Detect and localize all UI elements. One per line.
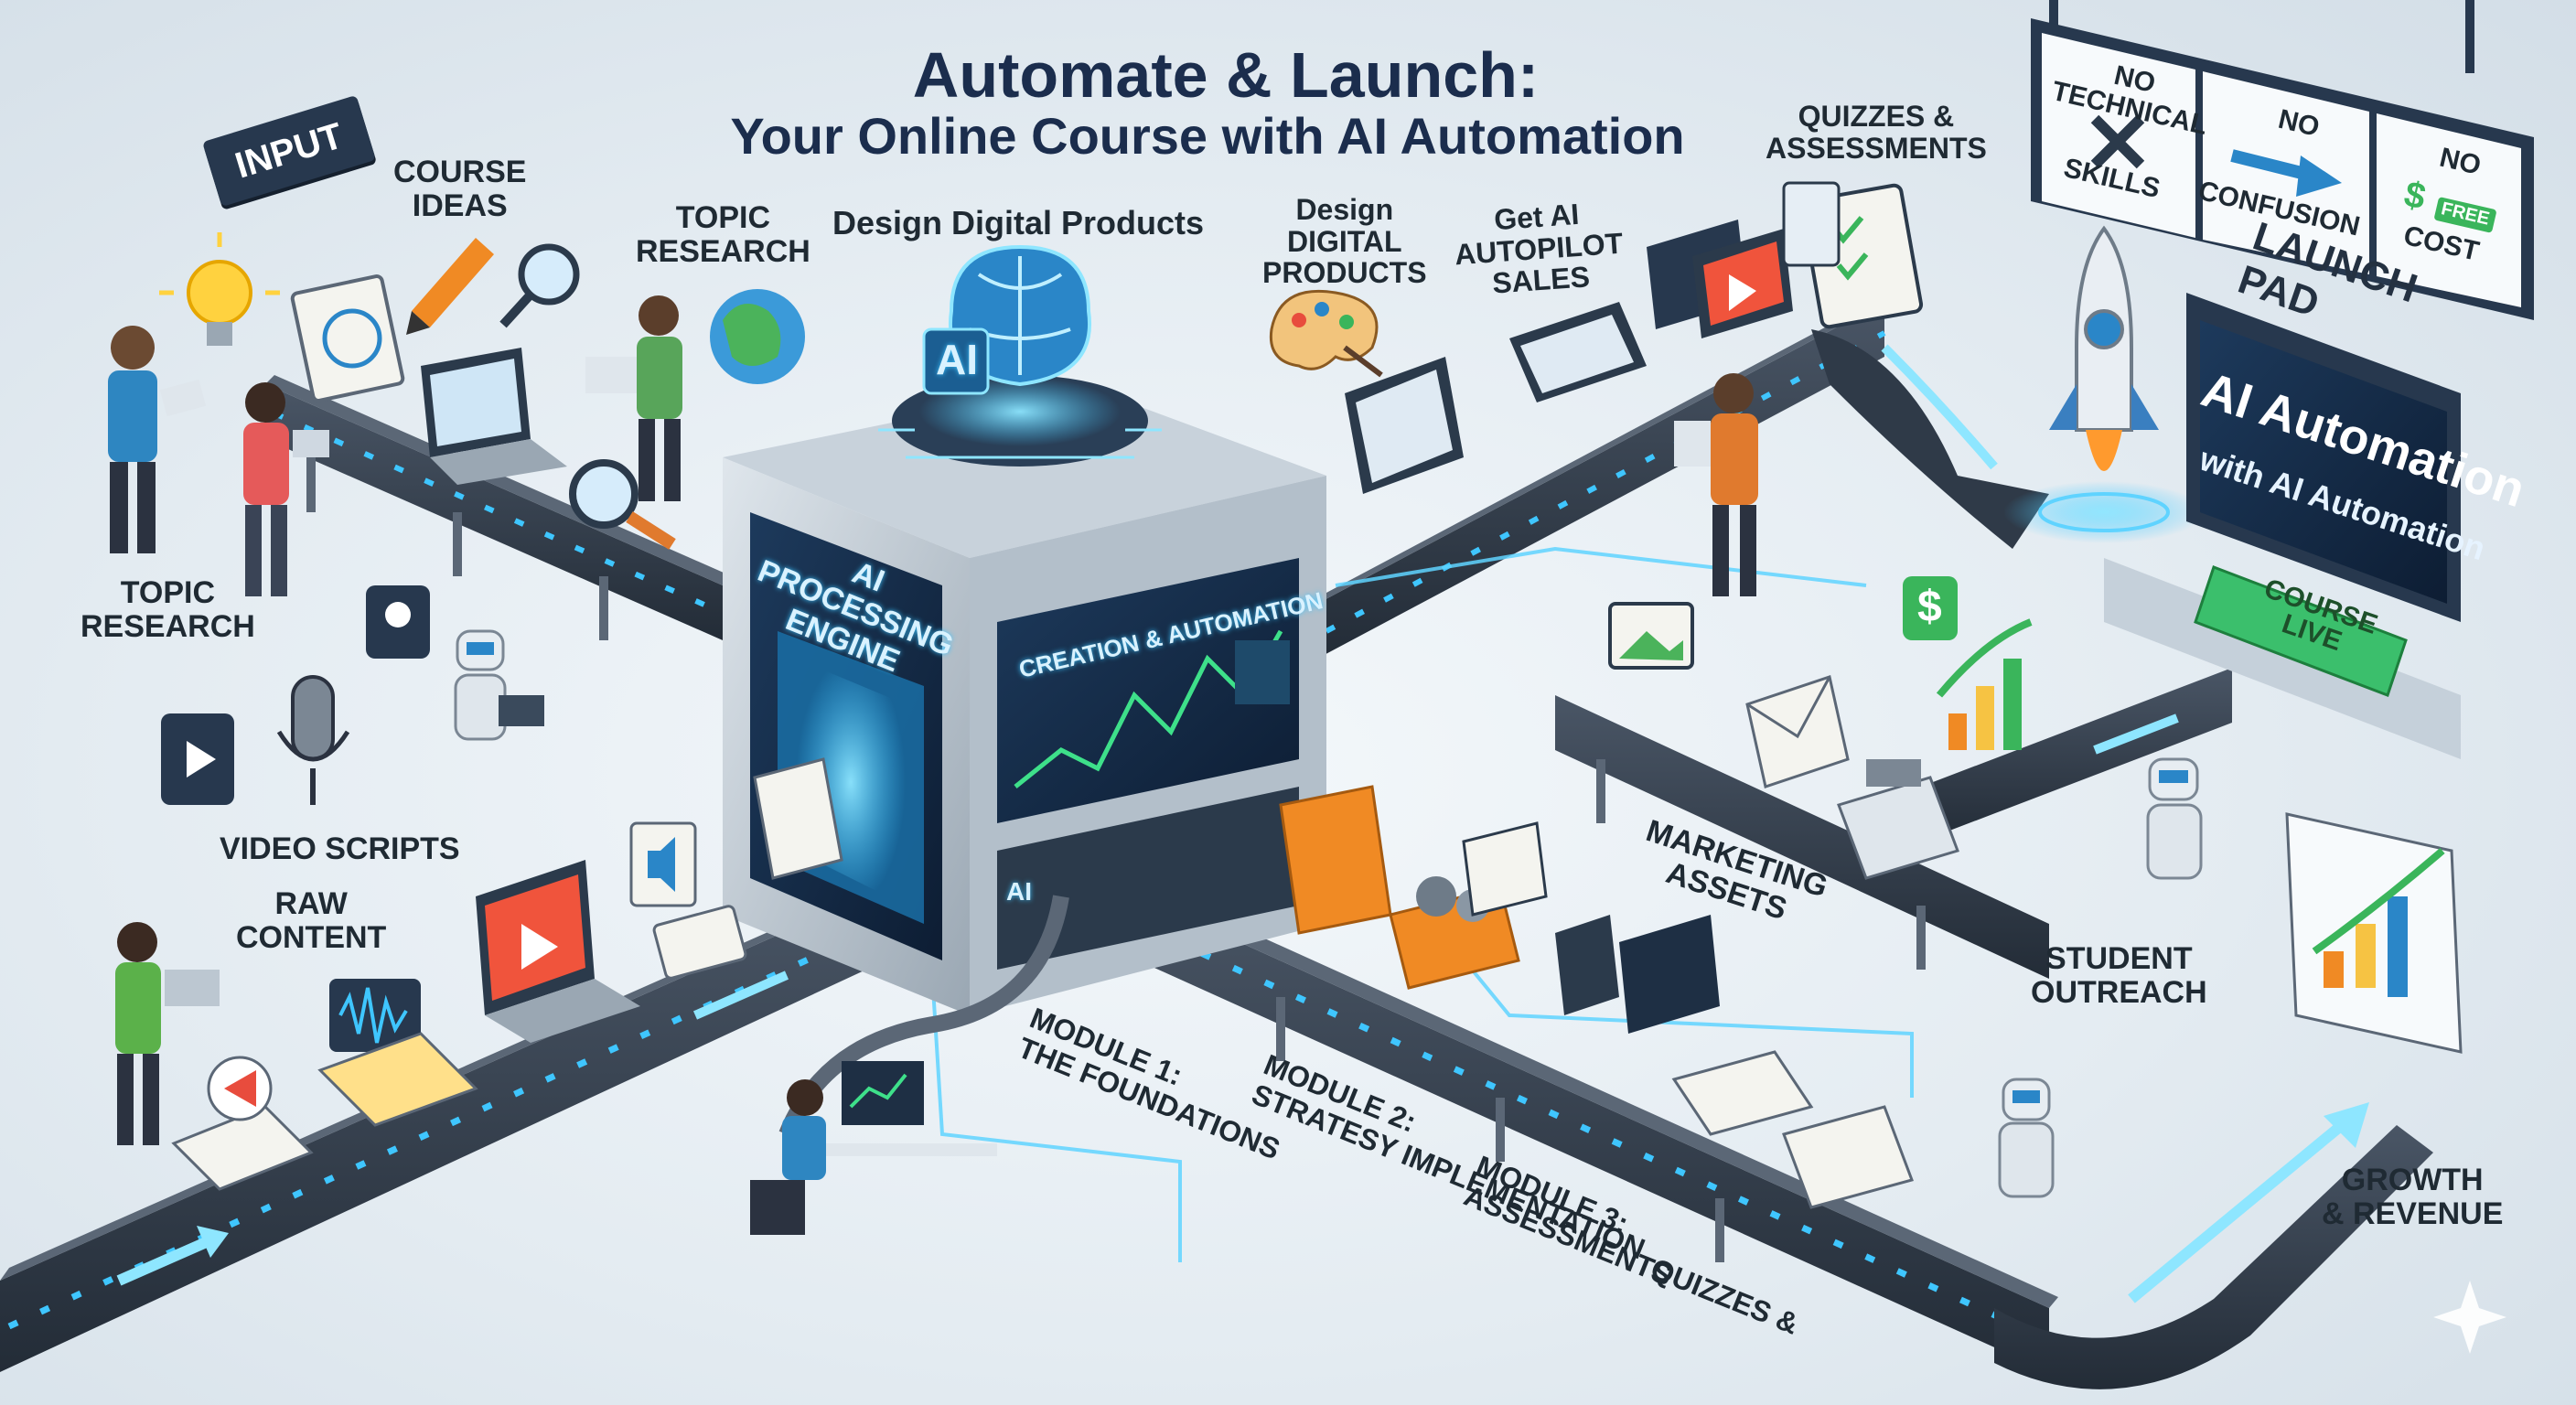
engine-chip-label: AI: [936, 336, 978, 383]
growth-chart-icon: [2285, 812, 2463, 1054]
email-icon: [1745, 675, 1850, 788]
document-pile-icon: [171, 1032, 478, 1191]
globe-icon: [710, 289, 805, 384]
audio-bubble-icon: [366, 585, 430, 659]
robot-student-outreach: [2146, 757, 2203, 880]
person-topic-research-left: [108, 326, 207, 553]
main-title: Automate & Launch:: [912, 39, 1540, 111]
laptop-icon: [421, 348, 567, 485]
conveyor-growth-curve: [1994, 1102, 2433, 1389]
palette-icon: [1269, 289, 1383, 378]
launch-screen: [2104, 293, 2461, 759]
label-quizzes-assessments-top: QUIZZES &ASSESSMENTS: [1766, 100, 1987, 165]
quiz-clipboard-icon: [1782, 181, 1924, 329]
label-growth-revenue: GROWTH& REVENUE: [2322, 1163, 2504, 1231]
module-screens: [1462, 821, 1914, 1209]
audio-wave-icon: [329, 979, 421, 1052]
label-video-scripts: VIDEO SCRIPTS: [220, 831, 460, 866]
microphone-icon: [276, 675, 350, 805]
pencil-icon: [406, 238, 494, 335]
tablet-products-icon: [1345, 302, 1647, 494]
label-design-digital-products-top: Design Digital Products: [832, 204, 1205, 241]
dollar-bubble-icon: [1903, 576, 1958, 640]
robot-growth: [1998, 1078, 2055, 1198]
dollar-icon: $: [2400, 174, 2430, 219]
person-topic-research-top: [585, 295, 682, 501]
person-desk-workstation: [750, 1061, 997, 1235]
conveyor-upper-left: [265, 375, 732, 640]
dollar-bubble-label: $: [1917, 583, 1942, 631]
folder-icon: [1279, 785, 1392, 935]
person-raw-content: [115, 922, 220, 1145]
image-card-icon: [1608, 602, 1694, 670]
lightbulb-icon: [159, 232, 280, 346]
magnifier-icon: [499, 243, 676, 550]
conveyor-marketing: [1555, 668, 2232, 979]
bar-chart-icon: [1936, 618, 2033, 750]
person-woman-tablet: [243, 382, 329, 596]
engine-logo: AI: [1006, 877, 1032, 906]
person-sales-clipboard: [1674, 373, 1758, 596]
video-laptop-icon: [476, 860, 640, 1043]
rocket-icon: [2003, 225, 2205, 543]
speaker-doc-icon: [629, 821, 747, 980]
play-video-icon: [161, 713, 234, 805]
robot-laptop: [454, 629, 544, 741]
main-subtitle: Your Online Course with AI Automation: [730, 107, 1685, 165]
sparkle-icon: [2433, 1281, 2506, 1354]
feeding-documents: [753, 757, 843, 880]
video-card-stack-icon: [1647, 220, 1793, 338]
cash-register-icon: [1837, 759, 1959, 880]
notepad-compass-icon: [290, 274, 405, 402]
